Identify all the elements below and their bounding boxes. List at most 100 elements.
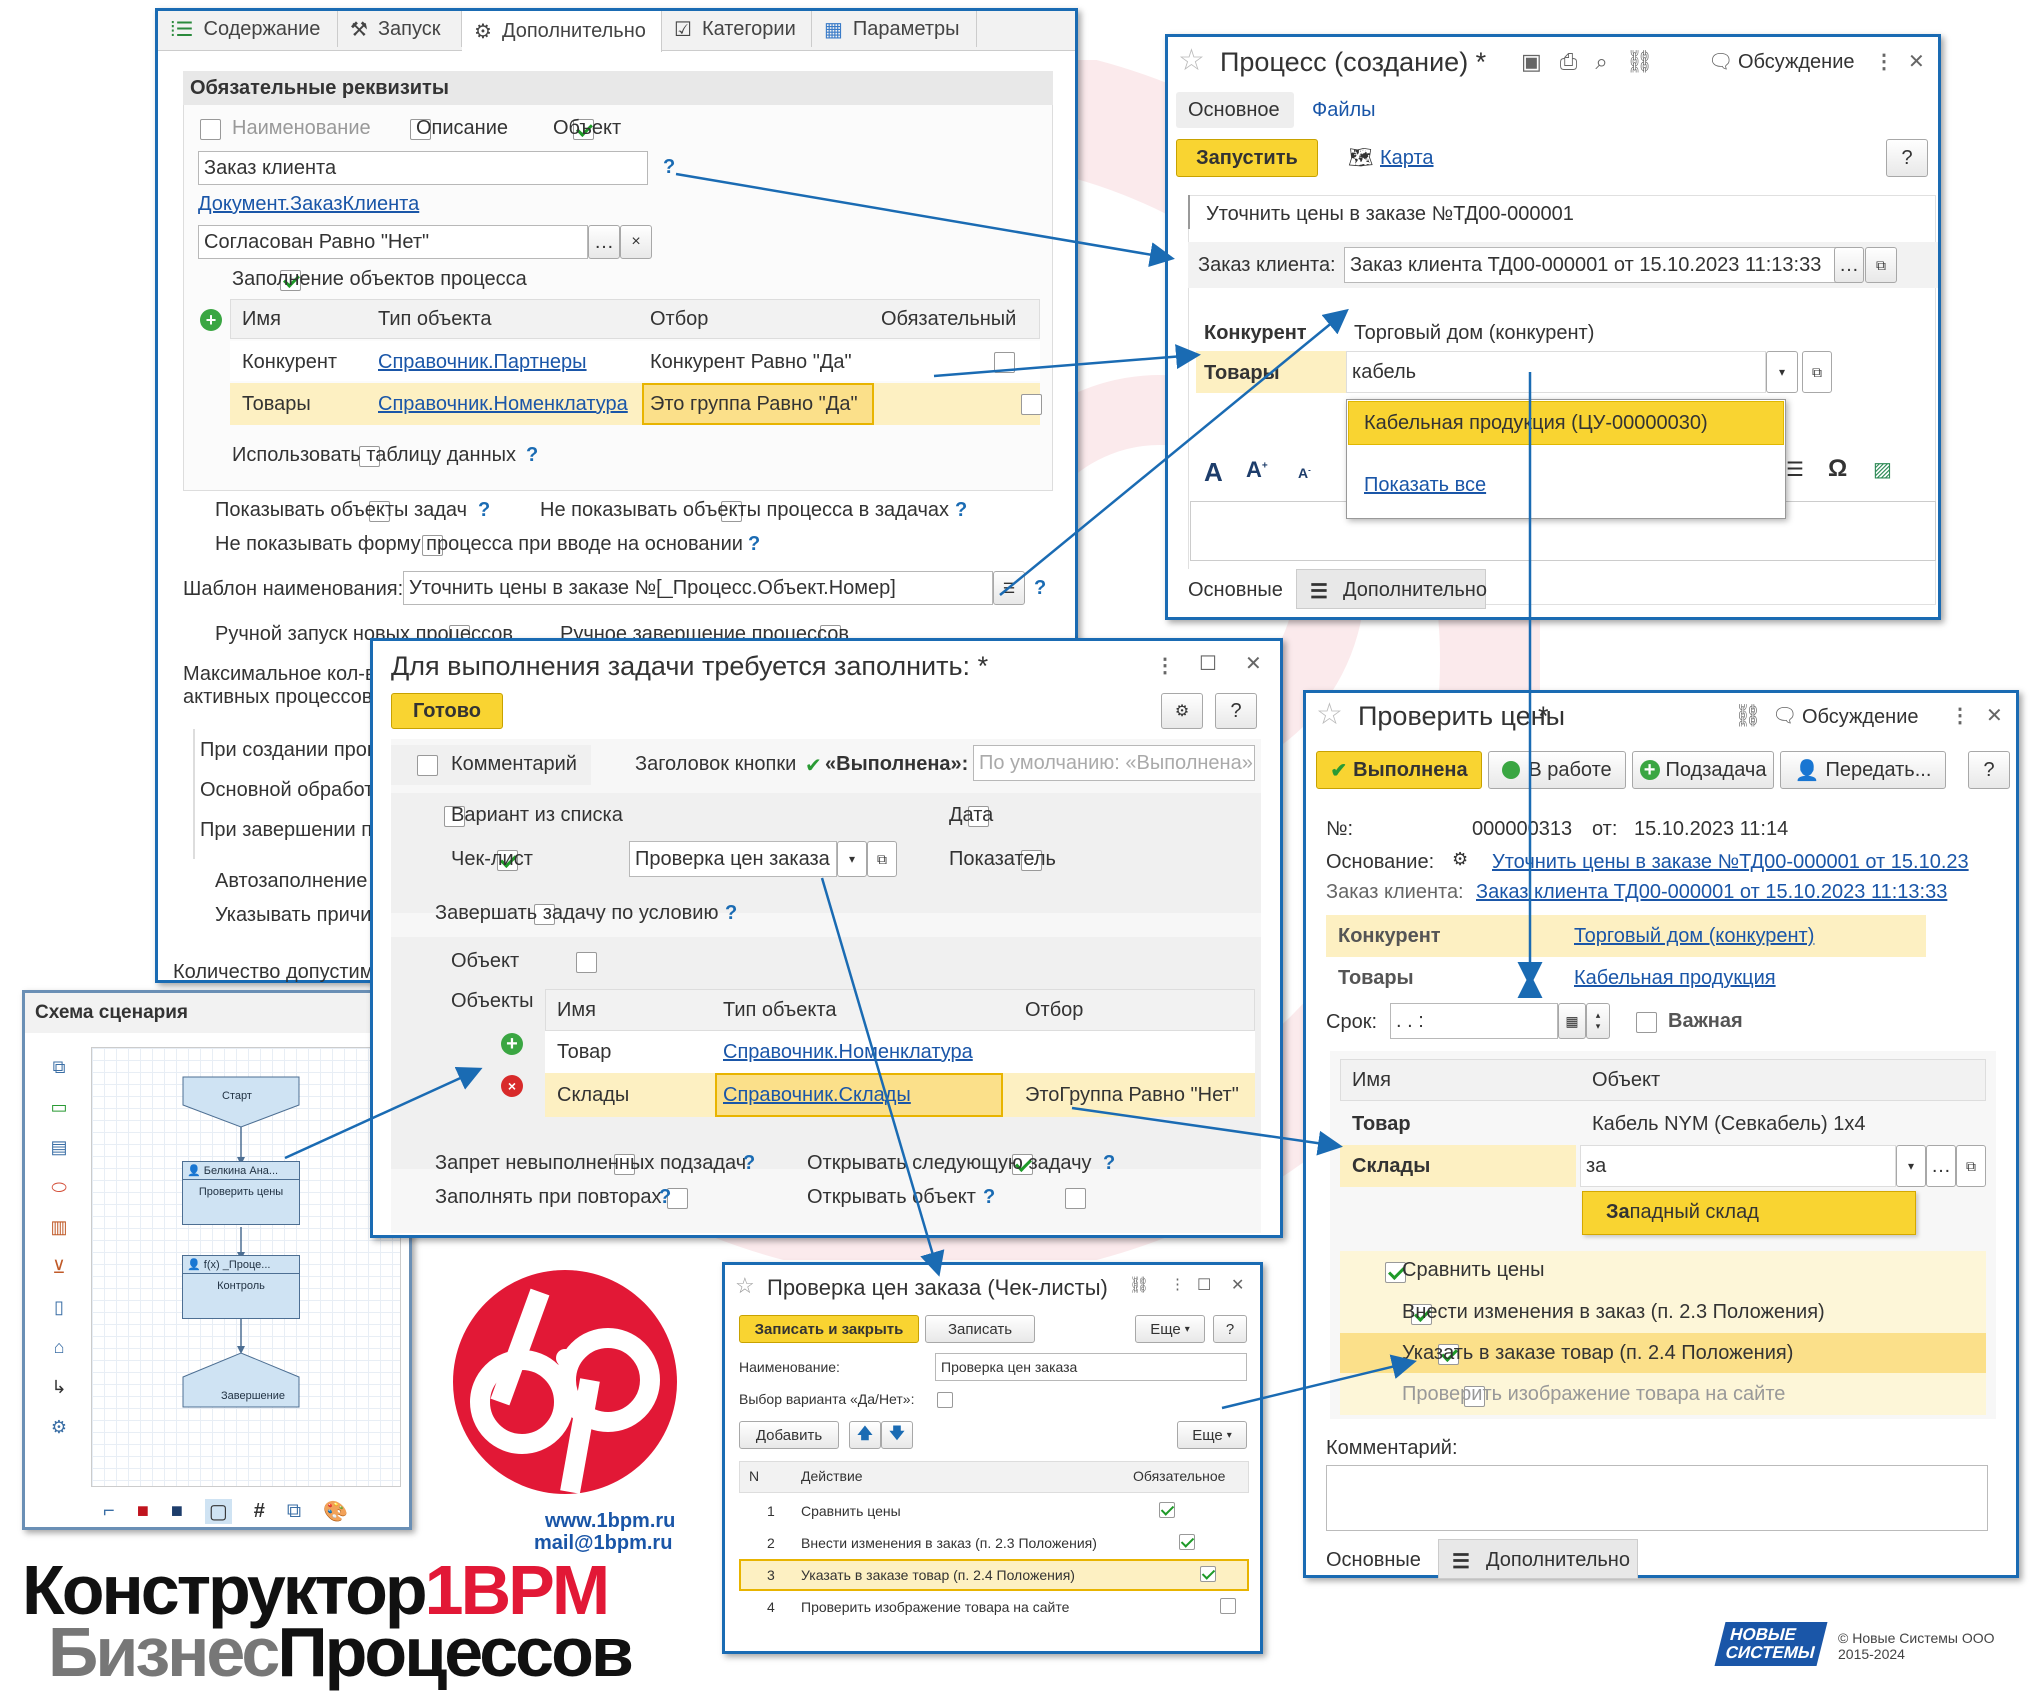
row-type-link[interactable]: Справочник.Склады: [723, 1084, 911, 1106]
grid-icon[interactable]: #: [253, 1499, 265, 1522]
row-filter-cell[interactable]: [642, 383, 874, 425]
table-row[interactable]: [230, 383, 1040, 425]
hide-process-objects-checkbox[interactable]: [720, 501, 742, 523]
event-main[interactable]: Основной обработ: [200, 779, 374, 801]
event-finish[interactable]: При завершении пр: [200, 819, 384, 841]
tool-misc-icon[interactable]: ⚙: [50, 1417, 68, 1437]
discussion-link[interactable]: Обсуждение: [1738, 51, 1855, 73]
variant-checkbox[interactable]: [443, 806, 465, 828]
important-checkbox[interactable]: [1636, 1012, 1657, 1034]
run-button[interactable]: Запустить: [1176, 139, 1318, 177]
add-icon[interactable]: +: [200, 309, 222, 331]
warehouse-input[interactable]: за: [1580, 1145, 1896, 1187]
line-icon[interactable]: ⌐: [103, 1499, 115, 1522]
use-table-checkbox[interactable]: [359, 446, 381, 468]
delete-icon[interactable]: ×: [501, 1075, 523, 1097]
help-icon[interactable]: ?: [1034, 577, 1047, 599]
link-icon[interactable]: ⛓: [1129, 1277, 1150, 1294]
finish-condition-checkbox[interactable]: [533, 904, 555, 926]
row-required-checkbox[interactable]: [1179, 1534, 1196, 1551]
transfer-button[interactable]: 👤Передать...: [1780, 751, 1946, 789]
save-close-button[interactable]: Записать и закрыть: [739, 1315, 919, 1343]
tool-step-icon[interactable]: ▭: [50, 1097, 68, 1117]
warehouse-dropdown-item[interactable]: [1582, 1191, 1916, 1235]
name-input[interactable]: Проверка цен заказа: [935, 1353, 1247, 1381]
map-link[interactable]: Карта: [1380, 147, 1434, 169]
checklist-checkbox[interactable]: [1464, 1386, 1486, 1408]
fill-repeat-checkbox[interactable]: [666, 1188, 688, 1210]
tab-additional[interactable]: ⚙Дополнительно: [462, 11, 662, 52]
more-icon[interactable]: ⋮: [1874, 51, 1894, 73]
due-input[interactable]: . . :: [1390, 1003, 1558, 1039]
start-node[interactable]: [182, 1076, 300, 1128]
close-icon[interactable]: ✕: [1231, 1277, 1245, 1294]
tool-task-icon[interactable]: ▤: [50, 1137, 68, 1157]
description-checkbox[interactable]: [409, 119, 431, 141]
tool-link-icon[interactable]: ↳: [51, 1377, 67, 1397]
more-icon[interactable]: ⋮: [1170, 1276, 1185, 1293]
goods-input[interactable]: кабель: [1346, 351, 1766, 393]
button-caption-input[interactable]: По умолчанию: «Выполнена»: [973, 745, 1255, 781]
open-object-checkbox[interactable]: [1065, 1188, 1087, 1210]
help-icon[interactable]: ?: [743, 1152, 756, 1174]
filter-input[interactable]: Согласован Равно "Нет": [198, 225, 588, 259]
calendar-icon[interactable]: ▦: [1558, 1003, 1586, 1039]
yesno-checkbox[interactable]: [937, 1392, 953, 1409]
row-type-link[interactable]: Справочник.Партнеры: [378, 351, 587, 373]
fill-objects-checkbox[interactable]: [279, 270, 301, 292]
dropdown-icon[interactable]: ▾: [1766, 351, 1798, 393]
move-down-icon[interactable]: 🡇: [881, 1421, 913, 1449]
checklist-checkbox[interactable]: [1411, 1304, 1433, 1326]
palette-icon[interactable]: 🎨: [323, 1500, 349, 1523]
spinner-icon[interactable]: ▴▾: [1586, 1003, 1610, 1039]
close-icon[interactable]: ✕: [1986, 705, 2003, 727]
task-node[interactable]: 👤 Белкина Ана... Проверить цены: [182, 1161, 300, 1225]
select-button[interactable]: …: [1926, 1145, 1956, 1187]
star-icon[interactable]: ☆: [735, 1273, 755, 1298]
row-type-link[interactable]: Справочник.Номенклатура: [378, 393, 628, 415]
tool-end-icon[interactable]: ⊻: [52, 1257, 66, 1277]
help-button[interactable]: ?: [1215, 693, 1257, 729]
template-edit-button[interactable]: ☰: [993, 571, 1025, 605]
discussion-link[interactable]: Обсуждение: [1802, 706, 1919, 728]
checklist-checkbox[interactable]: [1437, 1344, 1459, 1366]
bottom-tab-extra[interactable]: [1296, 569, 1486, 609]
ready-button[interactable]: Готово: [391, 693, 503, 729]
checklist-checkbox[interactable]: [1384, 1262, 1406, 1284]
mail-text[interactable]: mail@1bpm.ru: [534, 1532, 673, 1554]
required-checkbox[interactable]: [1020, 394, 1042, 416]
help-icon[interactable]: ?: [659, 1186, 672, 1208]
tab-parameters[interactable]: ▦Параметры: [812, 11, 977, 47]
order-input[interactable]: Заказ клиента ТД00-000001 от 15.10.2023 …: [1344, 247, 1862, 283]
star-icon[interactable]: ☆: [1316, 698, 1343, 731]
close-icon[interactable]: ✕: [1908, 51, 1925, 73]
more-icon[interactable]: ⋮: [1950, 705, 1970, 727]
discussion-icon[interactable]: 🗨: [1772, 705, 1798, 727]
move-up-icon[interactable]: 🡅: [849, 1421, 881, 1449]
toolbar-icons[interactable]: ▣⎙⌕⛓: [1521, 49, 1672, 74]
table-row[interactable]: [230, 341, 1040, 381]
row-required-checkbox[interactable]: [1159, 1502, 1176, 1519]
dropdown-item[interactable]: [1348, 401, 1784, 445]
select-button[interactable]: …: [588, 225, 620, 259]
help-icon[interactable]: ?: [748, 533, 761, 555]
object-input[interactable]: Заказ клиента: [198, 151, 648, 185]
fill-red-icon[interactable]: ■: [136, 1499, 149, 1522]
open-icon[interactable]: ⧉: [867, 841, 897, 877]
link-icon[interactable]: ⛓: [1734, 703, 1762, 728]
discussion-icon[interactable]: 🗨: [1708, 51, 1734, 73]
checklist-checkbox[interactable]: [496, 850, 518, 872]
control-node[interactable]: 👤 f(x) _Проце... Контроль: [182, 1255, 300, 1319]
maximize-icon[interactable]: ☐: [1199, 653, 1217, 675]
help-button[interactable]: ?: [1886, 139, 1928, 177]
dropdown-icon[interactable]: ▾: [1896, 1145, 1926, 1187]
help-icon[interactable]: ?: [983, 1186, 996, 1208]
done-button[interactable]: ✔Выполнена: [1316, 751, 1482, 789]
help-icon[interactable]: ?: [955, 499, 968, 521]
site-text[interactable]: www.1bpm.ru: [545, 1510, 676, 1532]
tool-sub-icon[interactable]: ▯: [54, 1297, 64, 1317]
goods-link[interactable]: Кабельная продукция: [1574, 967, 1776, 989]
bottom-tab-extra[interactable]: [1438, 1539, 1638, 1579]
help-button[interactable]: ?: [1213, 1315, 1247, 1343]
select-button[interactable]: …: [1834, 247, 1864, 283]
